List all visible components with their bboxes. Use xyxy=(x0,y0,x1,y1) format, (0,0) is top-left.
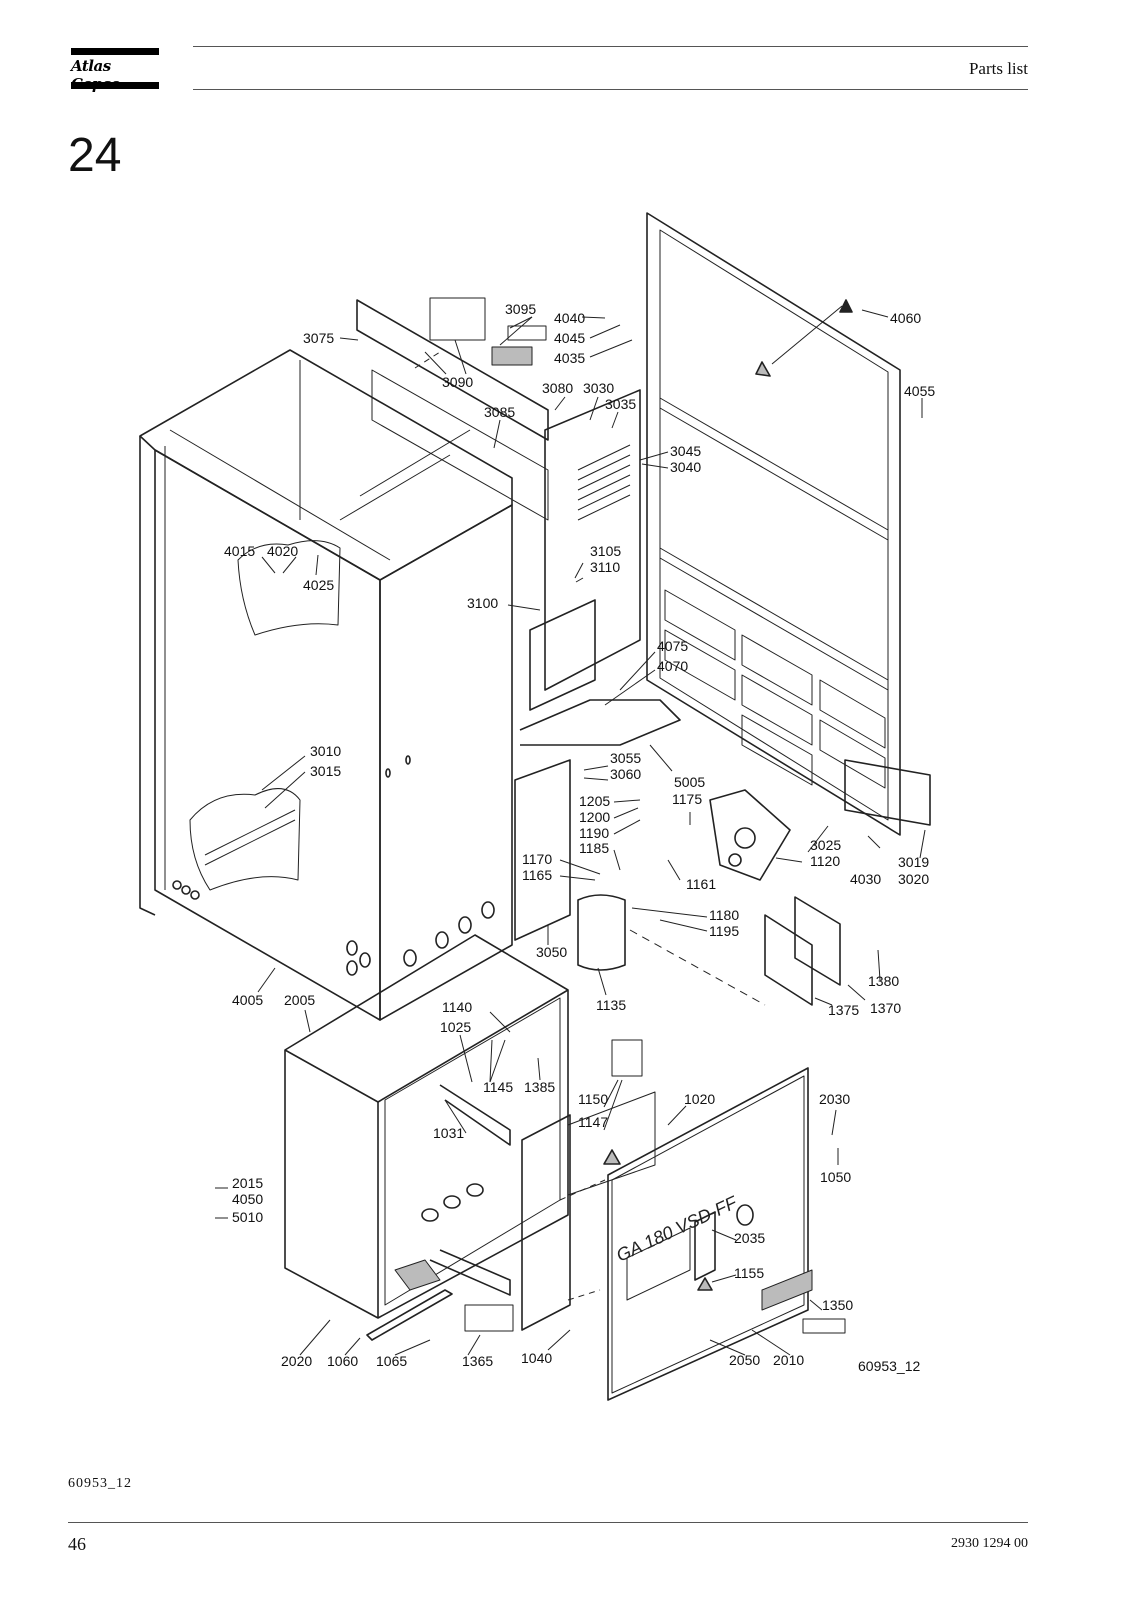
header-rule-bottom xyxy=(193,89,1028,90)
callout-1050: 1050 xyxy=(820,1169,851,1185)
callout-4035: 4035 xyxy=(554,350,585,366)
callout-1060: 1060 xyxy=(327,1353,358,1369)
door-model-label: GA 180 VSD-FF xyxy=(613,1192,741,1266)
callout-4060: 4060 xyxy=(890,310,921,326)
callout-1350: 1350 xyxy=(822,1297,853,1313)
callout-1200: 1200 xyxy=(579,809,610,825)
callout-3055: 3055 xyxy=(610,750,641,766)
callout-1147: 1147 xyxy=(578,1114,608,1130)
page-title: Parts list xyxy=(968,59,1028,78)
callout-3095: 3095 xyxy=(505,301,536,317)
callout-3110: 3110 xyxy=(590,559,620,575)
callout-1170: 1170 xyxy=(522,851,552,867)
callout-1195: 1195 xyxy=(709,923,739,939)
callout-1175: 1175 xyxy=(672,791,702,807)
callout-1155: 1155 xyxy=(734,1265,764,1281)
callout-4025: 4025 xyxy=(303,577,334,593)
callout-2010: 2010 xyxy=(773,1352,804,1368)
callout-1385: 1385 xyxy=(524,1079,555,1095)
callout-4020: 4020 xyxy=(267,543,298,559)
callout-1150: 1150 xyxy=(578,1091,608,1107)
callout-1120: 1120 xyxy=(810,853,840,869)
callout-1140: 1140 xyxy=(442,999,472,1015)
callout-1135: 1135 xyxy=(596,997,626,1013)
footer-rule xyxy=(68,1522,1028,1523)
header-rule-top xyxy=(193,46,1028,47)
callout-1185: 1185 xyxy=(579,840,609,856)
callout-3015: 3015 xyxy=(310,763,341,779)
callout-4030: 4030 xyxy=(850,871,881,887)
callout-3035: 3035 xyxy=(605,396,636,412)
figure-reference: 60953_12 xyxy=(68,1476,132,1491)
callout-4005: 4005 xyxy=(232,992,263,1008)
callout-3075: 3075 xyxy=(303,330,334,346)
callout-1165: 1165 xyxy=(522,867,552,883)
callout-1190: 1190 xyxy=(579,825,609,841)
callout-2030: 2030 xyxy=(819,1091,850,1107)
callout-2005: 2005 xyxy=(284,992,315,1008)
callout-3090: 3090 xyxy=(442,374,473,390)
callout-5005: 5005 xyxy=(674,774,705,790)
callout-3025: 3025 xyxy=(810,837,841,853)
callout-1375: 1375 xyxy=(828,1002,859,1018)
callout-5010: 5010 xyxy=(232,1209,263,1225)
drawing-ref-label: 60953_12 xyxy=(858,1358,921,1374)
callout-1205: 1205 xyxy=(579,793,610,809)
callout-3030: 3030 xyxy=(583,380,614,396)
callout-4045: 4045 xyxy=(554,330,585,346)
document-number: 2930 1294 00 xyxy=(951,1536,1028,1551)
callout-1065: 1065 xyxy=(376,1353,407,1369)
callout-3045: 3045 xyxy=(670,443,701,459)
callout-1380: 1380 xyxy=(868,973,899,989)
callout-4055: 4055 xyxy=(904,383,935,399)
callout-3020: 3020 xyxy=(898,871,929,887)
callout-3019: 3019 xyxy=(898,854,929,870)
callout-3100: 3100 xyxy=(467,595,498,611)
page-number: 46 xyxy=(68,1534,86,1554)
callout-2020: 2020 xyxy=(281,1353,312,1369)
callout-1370: 1370 xyxy=(870,1000,901,1016)
callout-1031: 1031 xyxy=(433,1125,464,1141)
callout-3040: 3040 xyxy=(670,459,701,475)
callout-1365: 1365 xyxy=(462,1353,493,1369)
callout-1161: 1161 xyxy=(686,876,716,892)
callout-3105: 3105 xyxy=(590,543,621,559)
section-number: 24 xyxy=(68,129,122,182)
callout-3010: 3010 xyxy=(310,743,341,759)
callout-4050: 4050 xyxy=(232,1191,263,1207)
callout-3085: 3085 xyxy=(484,404,515,420)
callout-2035: 2035 xyxy=(734,1230,765,1246)
callout-4040: 4040 xyxy=(554,310,585,326)
callout-3050: 3050 xyxy=(536,944,567,960)
callout-1025: 1025 xyxy=(440,1019,471,1035)
callout-2015: 2015 xyxy=(232,1175,263,1191)
callout-1040: 1040 xyxy=(521,1350,552,1366)
callout-3060: 3060 xyxy=(610,766,641,782)
callout-2050: 2050 xyxy=(729,1352,760,1368)
callout-4015: 4015 xyxy=(224,543,255,559)
callout-1180: 1180 xyxy=(709,907,739,923)
callout-3080: 3080 xyxy=(542,380,573,396)
callout-4070: 4070 xyxy=(657,658,688,674)
callout-1020: 1020 xyxy=(684,1091,715,1107)
callout-1145: 1145 xyxy=(483,1079,513,1095)
callout-4075: 4075 xyxy=(657,638,688,654)
